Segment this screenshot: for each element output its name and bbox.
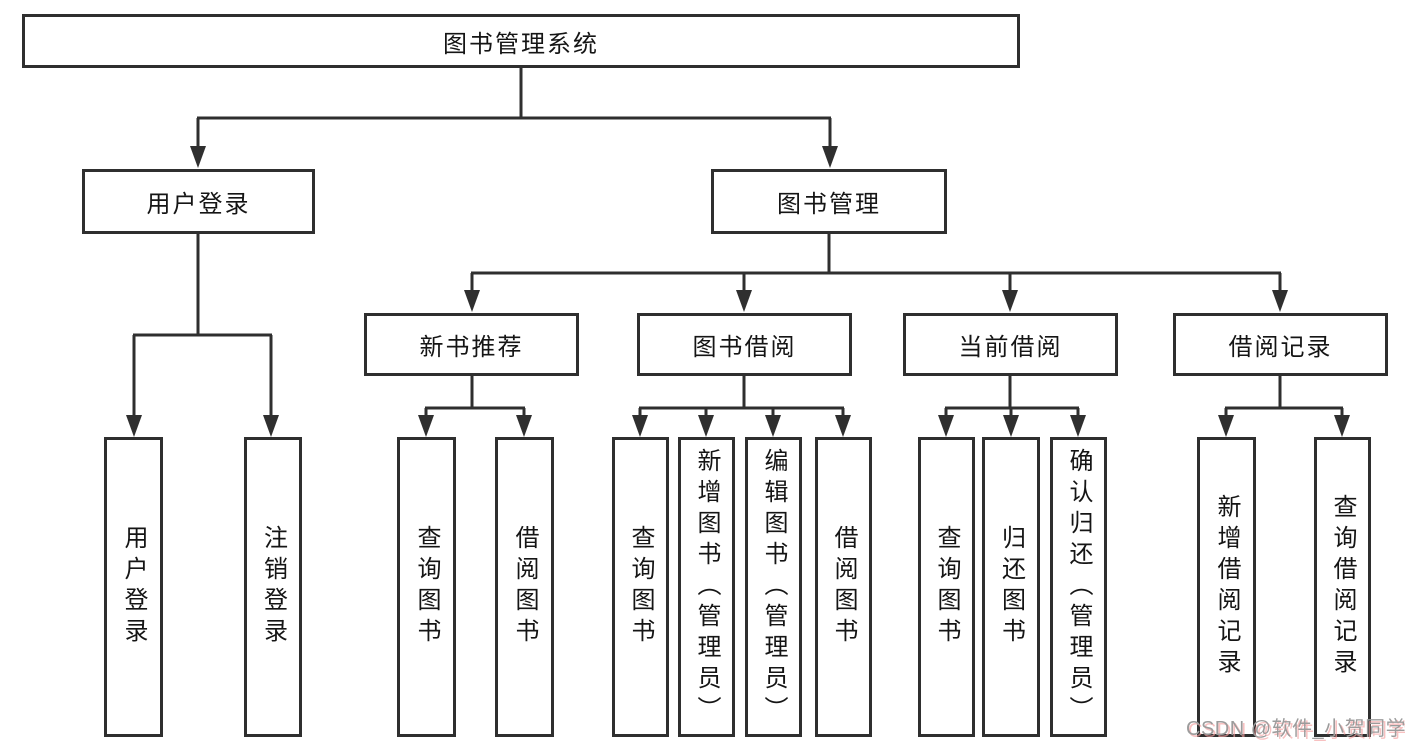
leaf-query-books-current-label: 查询图书 <box>933 525 960 649</box>
leaf-query-books-borrowing-label: 查询图书 <box>627 525 654 649</box>
leaf-borrow-books-recommend: 借阅图书 <box>495 437 554 737</box>
leaf-query-borrow-record-label: 查询借阅记录 <box>1329 494 1356 680</box>
csdn-watermark: CSDN @软件_小贺同学 <box>1186 712 1405 741</box>
leaf-borrow-books-borrowing: 借阅图书 <box>815 437 872 737</box>
arrowhead <box>1272 290 1288 312</box>
arrowhead <box>938 415 954 437</box>
node-borrowing-records-label: 借阅记录 <box>1228 334 1333 361</box>
leaf-query-books-recommend-label: 查询图书 <box>413 525 440 649</box>
leaf-logout-label: 注销登录 <box>259 525 287 649</box>
node-root: 图书管理系统 <box>22 14 1020 68</box>
leaf-edit-book-admin-label: 编辑图书（管理员） <box>760 447 787 727</box>
leaf-query-borrow-record: 查询借阅记录 <box>1314 437 1371 737</box>
node-new-book-recommendation-label: 新书推荐 <box>419 334 524 361</box>
arrowhead <box>1218 415 1234 437</box>
node-new-book-recommendation: 新书推荐 <box>364 313 579 376</box>
leaf-query-books-current: 查询图书 <box>918 437 975 737</box>
node-book-management: 图书管理 <box>711 169 947 234</box>
arrowhead <box>736 290 752 312</box>
leaf-confirm-return-admin: 确认归还（管理员） <box>1050 437 1107 737</box>
arrowhead <box>126 415 142 437</box>
leaf-add-book-admin-label: 新增图书（管理员） <box>693 447 720 727</box>
leaf-confirm-return-admin-label: 确认归还（管理员） <box>1065 447 1092 727</box>
leaf-user-login-label: 用户登录 <box>120 525 147 649</box>
node-book-borrowing: 图书借阅 <box>637 313 852 376</box>
arrowhead <box>632 415 648 437</box>
arrowhead <box>516 415 532 437</box>
node-user-login-label: 用户登录 <box>146 191 251 218</box>
node-root-label: 图书管理系统 <box>443 30 599 58</box>
leaf-user-login: 用户登录 <box>104 437 163 737</box>
leaf-borrow-books-recommend-label: 借阅图书 <box>511 525 538 649</box>
leaf-add-borrow-record-label: 新增借阅记录 <box>1213 494 1240 680</box>
leaf-add-borrow-record: 新增借阅记录 <box>1197 437 1256 737</box>
leaf-return-books: 归还图书 <box>982 437 1040 737</box>
arrowhead <box>1070 415 1086 437</box>
leaf-return-books-label: 归还图书 <box>997 525 1025 649</box>
arrowhead <box>1002 290 1018 312</box>
node-user-login: 用户登录 <box>82 169 315 234</box>
leaf-logout: 注销登录 <box>244 437 302 737</box>
arrowhead <box>765 415 781 437</box>
leaf-query-books-borrowing: 查询图书 <box>612 437 669 737</box>
arrowhead <box>190 146 206 168</box>
arrowhead <box>1334 415 1350 437</box>
arrowhead <box>835 415 851 437</box>
arrowhead <box>1003 415 1019 437</box>
arrowhead <box>263 415 279 437</box>
arrowhead <box>418 415 434 437</box>
leaf-edit-book-admin: 编辑图书（管理员） <box>745 437 802 737</box>
arrowhead <box>698 415 714 437</box>
node-book-borrowing-label: 图书借阅 <box>692 334 797 361</box>
node-current-borrowing-label: 当前借阅 <box>958 334 1063 361</box>
leaf-borrow-books-borrowing-label: 借阅图书 <box>830 525 857 649</box>
node-borrowing-records: 借阅记录 <box>1173 313 1388 376</box>
arrowhead <box>822 146 838 168</box>
node-current-borrowing: 当前借阅 <box>903 313 1118 376</box>
csdn-watermark-text: CSDN @软件_小贺同学 <box>1186 718 1405 740</box>
leaf-query-books-recommend: 查询图书 <box>397 437 456 737</box>
arrowhead <box>464 290 480 312</box>
node-book-management-label: 图书管理 <box>777 191 881 218</box>
leaf-add-book-admin: 新增图书（管理员） <box>678 437 735 737</box>
